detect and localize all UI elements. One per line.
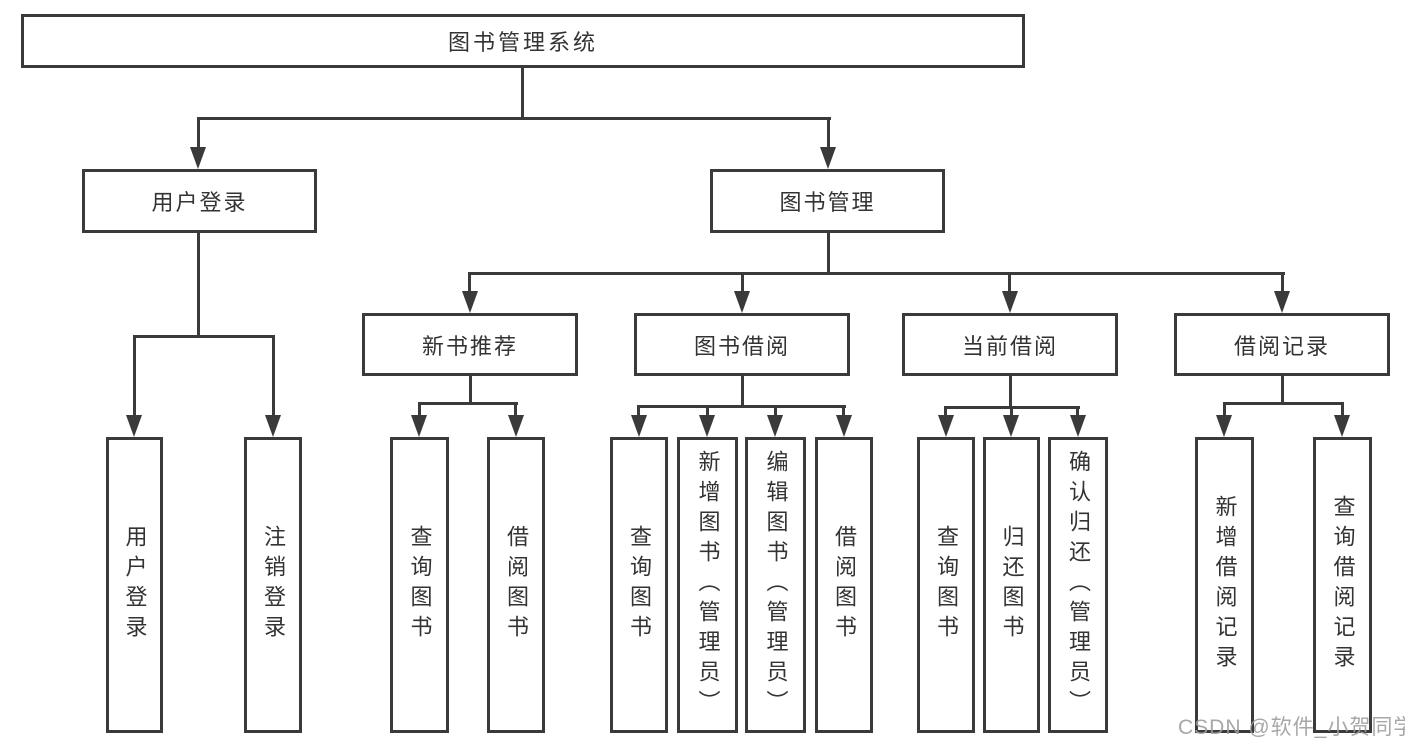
connector-to-leaf-current-1 bbox=[1010, 406, 1013, 420]
connector-to-leaf-current-2 bbox=[1076, 406, 1079, 420]
connector-arrowhead-leaf-recommend-1 bbox=[508, 415, 524, 437]
connector-arrowhead-borrow-records bbox=[1274, 291, 1290, 313]
node-current-borrow: 当前借阅 bbox=[902, 313, 1118, 376]
connector-arrowhead-leaf-recommend-0 bbox=[411, 415, 427, 437]
node-current-borrow-label: 当前借阅 bbox=[961, 333, 1058, 359]
connector-arrowhead-leaf-current-1 bbox=[1003, 415, 1019, 437]
connector-to-leaf-current-0 bbox=[944, 406, 947, 420]
connector-to-user-login bbox=[197, 117, 200, 153]
connector-to-leaf-borrow-3 bbox=[842, 405, 845, 420]
connector-bookmgmt-drop bbox=[827, 231, 830, 275]
connector-to-leaf-recommend-0 bbox=[418, 402, 421, 420]
connector-to-leaf-borrow-1 bbox=[706, 405, 709, 420]
connector-userlogin-horizontal bbox=[133, 335, 275, 338]
node-book-mgmt: 图书管理 bbox=[710, 169, 945, 233]
connector-borrowrecords-drop bbox=[1281, 374, 1284, 405]
node-new-book-rec: 新书推荐 bbox=[362, 313, 578, 376]
connector-arrowhead-book-borrow bbox=[734, 291, 750, 313]
leaf-borrow-edit-books-admin-label: 编辑图书（管理员） bbox=[763, 450, 789, 720]
node-book-mgmt-label: 图书管理 bbox=[779, 190, 876, 215]
connector-arrowhead-leaf-borrow-2 bbox=[767, 415, 783, 437]
leaf-borrow-edit-books-admin: 编辑图书（管理员） bbox=[745, 437, 806, 733]
connector-newbookrec-drop bbox=[469, 374, 472, 405]
leaf-user-login: 用户登录 bbox=[106, 437, 163, 733]
leaf-records-add-record-label: 新增借阅记录 bbox=[1212, 495, 1238, 675]
connector-to-leaf-recommend-1 bbox=[514, 402, 517, 420]
leaf-records-add-record: 新增借阅记录 bbox=[1195, 437, 1254, 733]
node-new-book-rec-label: 新书推荐 bbox=[421, 333, 518, 359]
csdn-watermark: CSDN @软件_小贺同学 bbox=[1178, 716, 1405, 739]
leaf-records-query-record: 查询借阅记录 bbox=[1313, 437, 1372, 733]
node-user-login-label: 用户登录 bbox=[151, 190, 248, 215]
leaf-borrow-borrow-books-label: 借阅图书 bbox=[832, 525, 857, 645]
leaf-current-return-books-label: 归还图书 bbox=[999, 525, 1025, 645]
leaf-borrow-borrow-books: 借阅图书 bbox=[815, 437, 873, 733]
connector-arrowhead-user-login bbox=[190, 147, 206, 169]
connector-currentborrow-drop bbox=[1009, 374, 1012, 409]
connector-arrowhead-current-borrow bbox=[1002, 291, 1018, 313]
leaf-records-query-record-label: 查询借阅记录 bbox=[1330, 495, 1356, 675]
connector-to-borrow-records bbox=[1281, 272, 1284, 296]
leaf-recommend-query-books-label: 查询图书 bbox=[407, 525, 433, 645]
connector-arrowhead-leaf-current-0 bbox=[938, 415, 954, 437]
leaf-current-confirm-return-admin-label: 确认归还（管理员） bbox=[1066, 450, 1091, 720]
leaf-logout-label: 注销登录 bbox=[261, 525, 286, 645]
leaf-current-query-books-label: 查询图书 bbox=[934, 525, 959, 645]
leaf-borrow-add-books-admin: 新增图书（管理员） bbox=[677, 437, 738, 733]
connector-root-drop bbox=[521, 66, 524, 119]
connector-arrowhead-new-book-rec bbox=[462, 291, 478, 313]
leaf-borrow-query-books: 查询图书 bbox=[610, 437, 668, 733]
connector-bookborrow-drop bbox=[741, 374, 744, 408]
node-book-borrow-label: 图书借阅 bbox=[693, 333, 790, 359]
connector-arrowhead-leaf-records-0 bbox=[1216, 415, 1232, 437]
connector-root-horizontal bbox=[197, 117, 831, 120]
leaf-recommend-borrow-books-label: 借阅图书 bbox=[504, 525, 529, 645]
connector-arrowhead-leaf-borrow-0 bbox=[631, 415, 647, 437]
connector-arrowhead-leaf-current-2 bbox=[1070, 415, 1086, 437]
leaf-borrow-add-books-admin-label: 新增图书（管理员） bbox=[695, 450, 721, 720]
connector-arrowhead-leaf-borrow-1 bbox=[699, 415, 715, 437]
connector-to-leaf-borrow-0 bbox=[637, 405, 640, 420]
connector-to-book-mgmt bbox=[827, 117, 830, 153]
leaf-user-login-label: 用户登录 bbox=[122, 525, 148, 645]
leaf-borrow-query-books-label: 查询图书 bbox=[627, 525, 652, 645]
node-borrow-records-label: 借阅记录 bbox=[1233, 333, 1330, 359]
leaf-recommend-borrow-books: 借阅图书 bbox=[487, 437, 545, 733]
connector-to-leaf-records-0 bbox=[1223, 402, 1226, 420]
connector-to-leaf-user-0 bbox=[133, 335, 136, 419]
leaf-logout: 注销登录 bbox=[244, 437, 302, 733]
node-root: 图书管理系统 bbox=[21, 14, 1025, 68]
leaf-current-return-books: 归还图书 bbox=[983, 437, 1040, 733]
connector-borrowrecords-horizontal bbox=[1223, 402, 1344, 405]
connector-arrowhead-leaf-borrow-3 bbox=[836, 415, 852, 437]
node-borrow-records: 借阅记录 bbox=[1174, 313, 1390, 376]
connector-bookborrow-horizontal bbox=[638, 405, 846, 408]
connector-to-leaf-borrow-2 bbox=[774, 405, 777, 420]
connector-to-leaf-user-1 bbox=[272, 335, 275, 419]
connector-newbookrec-horizontal bbox=[418, 402, 518, 405]
connector-to-new-book-rec bbox=[468, 272, 471, 296]
connector-to-current-borrow bbox=[1008, 272, 1011, 296]
connector-userlogin-drop bbox=[197, 231, 200, 337]
node-user-login: 用户登录 bbox=[82, 169, 317, 233]
connector-bookmgmt-horizontal bbox=[468, 272, 1285, 275]
connector-to-book-borrow bbox=[741, 272, 744, 296]
leaf-recommend-query-books: 查询图书 bbox=[390, 437, 449, 733]
connector-arrowhead-book-mgmt bbox=[820, 147, 836, 169]
connector-to-leaf-records-1 bbox=[1341, 402, 1344, 420]
node-book-borrow: 图书借阅 bbox=[634, 313, 850, 376]
node-root-label: 图书管理系统 bbox=[447, 30, 598, 55]
connector-arrowhead-leaf-user-1 bbox=[265, 415, 281, 437]
connector-arrowhead-leaf-records-1 bbox=[1334, 415, 1350, 437]
leaf-current-confirm-return-admin: 确认归还（管理员） bbox=[1048, 437, 1108, 733]
connector-arrowhead-leaf-user-0 bbox=[126, 415, 142, 437]
leaf-current-query-books: 查询图书 bbox=[917, 437, 975, 733]
